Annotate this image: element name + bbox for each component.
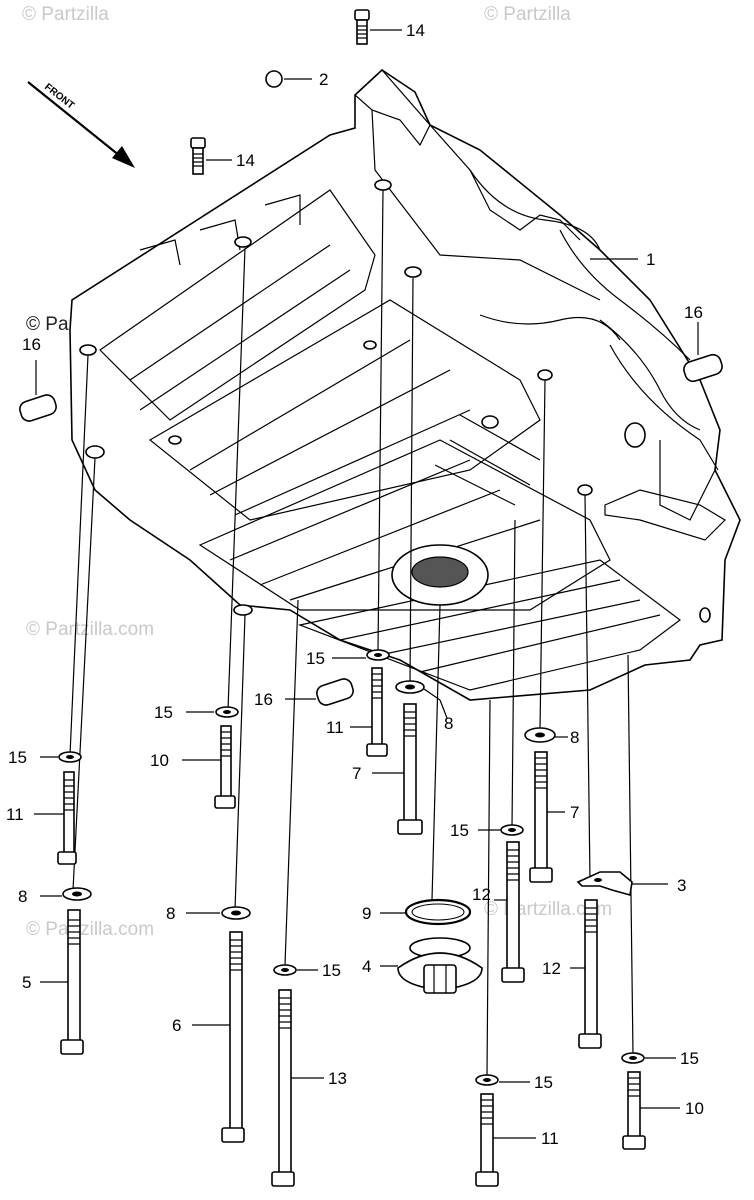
callout-10-left: 10 (150, 751, 169, 770)
bolt-part-14-top (354, 9, 402, 45)
washer-15-col7 (475, 1074, 530, 1086)
o-ring-9 (380, 898, 472, 926)
lower-crankcase-illustration (69, 68, 741, 701)
callout-14-top: 14 (406, 21, 425, 40)
bolt-6 (192, 931, 245, 1143)
callout-16-left: 16 (22, 335, 41, 354)
callout-3: 3 (677, 876, 686, 895)
watermark-top-right: © Partzilla (484, 4, 571, 25)
callout-15-col2: 15 (154, 703, 173, 722)
washer-15-col3 (273, 964, 318, 976)
washer-15-col2 (186, 706, 239, 718)
callout-15-left: 15 (8, 748, 27, 767)
callout-8-center: 8 (444, 714, 453, 733)
callout-7-right: 7 (570, 803, 579, 822)
bolt-10-col2 (182, 725, 236, 809)
callout-6: 6 (172, 1016, 181, 1035)
dowel-part-16-left (19, 360, 57, 422)
callout-15-col3: 15 (322, 961, 341, 980)
callout-11-left: 11 (6, 805, 24, 824)
callout-16-center: 16 (254, 690, 273, 709)
dowel-part-16-right (683, 322, 723, 383)
bolt-7-col9 (529, 751, 565, 883)
callout-11-center: 11 (326, 718, 344, 737)
callout-8-left: 8 (18, 887, 27, 906)
callout-12-right: 12 (542, 959, 561, 978)
callout-11-bottom: 11 (541, 1129, 559, 1148)
callout-5: 5 (22, 973, 31, 992)
leader-8-center (439, 699, 448, 719)
washer-8-left (40, 887, 92, 901)
bolt-12-col8 (494, 841, 525, 983)
callout-14-left: 14 (236, 151, 255, 170)
washer-15-left (40, 751, 82, 763)
watermark-left-lower: © Partzilla.com (26, 919, 154, 940)
bolt-part-14-left (190, 137, 232, 175)
callout-8-right: 8 (570, 728, 579, 747)
callout-16-right: 16 (684, 303, 703, 322)
bolt-7-col5 (372, 703, 423, 835)
washer-15-col8 (478, 824, 524, 836)
front-direction-arrow: FRONT (27, 81, 135, 168)
washer-8-col9 (524, 727, 568, 743)
washer-15-col4 (332, 649, 390, 661)
bolt-11-col7 (475, 1093, 536, 1187)
callout-15-right: 15 (680, 1049, 699, 1068)
callout-2: 2 (319, 70, 328, 89)
callout-4: 4 (362, 957, 371, 976)
drain-plug-4 (380, 937, 483, 994)
clamp-part-3 (576, 871, 668, 897)
watermark-left-mid: © Partzilla.com (26, 619, 154, 640)
callout-15-center: 15 (306, 649, 325, 668)
bolt-12-col10 (570, 899, 602, 1049)
plug-part-2 (265, 70, 312, 88)
callout-1: 1 (646, 250, 655, 269)
callout-9: 9 (362, 904, 371, 923)
callout-15-col8: 15 (450, 821, 469, 840)
callout-8-col2: 8 (166, 904, 175, 923)
callout-12-center: 12 (472, 885, 491, 904)
callout-13: 13 (328, 1069, 347, 1088)
callout-10-right: 10 (685, 1099, 704, 1118)
bolt-11-col4 (350, 667, 388, 757)
watermark-top-left: © Partzilla (22, 4, 109, 25)
washer-8-col2 (186, 906, 251, 920)
bolt-5 (40, 909, 84, 1055)
bolt-13 (271, 989, 324, 1187)
dowel-part-16-center (285, 678, 354, 706)
callout-numbers: 1 2 3 4 5 6 7 7 8 8 8 8 9 10 10 11 11 11… (6, 21, 704, 1148)
bolt-10-col11 (622, 1071, 680, 1150)
callout-15-col7: 15 (534, 1073, 553, 1092)
assembly-guide-lines (69, 189, 634, 1076)
callout-7-left: 7 (352, 764, 361, 783)
washer-15-col11 (621, 1052, 676, 1064)
washer-8-col5 (395, 680, 441, 701)
bolt-11-left (34, 771, 77, 865)
